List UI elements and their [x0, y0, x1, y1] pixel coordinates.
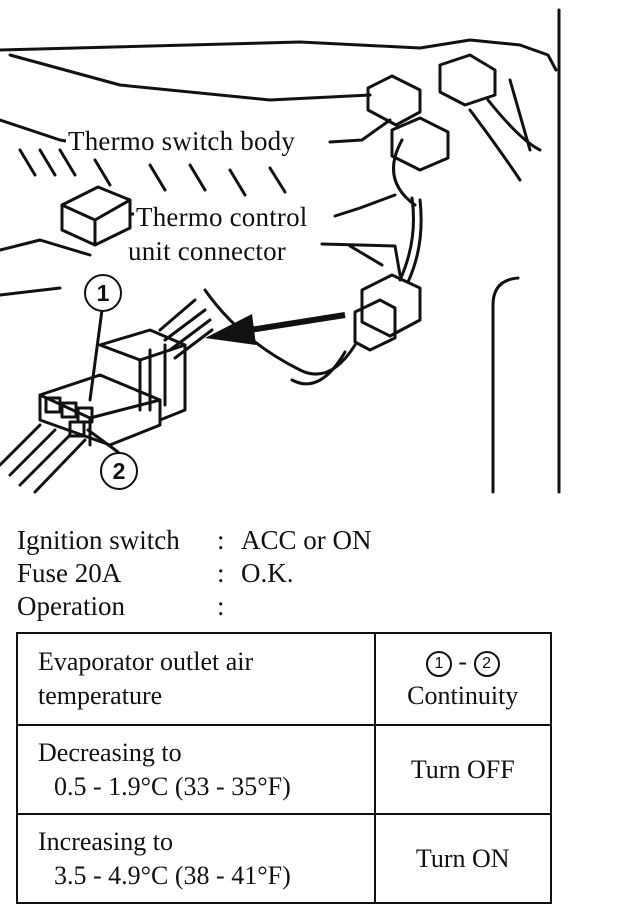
table-row: Decreasing to 0.5 - 1.9°C (33 - 35°F) Tu…	[16, 724, 553, 815]
test-conditions: Ignition switch:ACC or ON Fuse 20A:O.K. …	[17, 524, 372, 623]
header-temperature: Evaporator outlet air temperature	[16, 632, 376, 726]
component-illustration: Thermo switch body Thermo control unit c…	[0, 8, 561, 494]
operation-table: Evaporator outlet air temperature 1 - 2 …	[16, 632, 553, 904]
header-text: temperature	[38, 681, 163, 710]
temperature-direction: Decreasing to	[38, 737, 182, 767]
condition-label: Fuse 20A	[17, 558, 122, 588]
temperature-range: 3.5 - 4.9°C (38 - 41°F)	[54, 860, 291, 890]
temperature-range: 0.5 - 1.9°C (33 - 35°F)	[54, 771, 291, 801]
terminal-pair: 1 - 2	[376, 645, 550, 679]
condition-value: O.K.	[241, 558, 294, 588]
condition-label: Operation	[17, 591, 125, 621]
temperature-cell: Increasing to 3.5 - 4.9°C (38 - 41°F)	[16, 813, 376, 904]
continuity-result: Turn ON	[373, 813, 553, 904]
thermo-switch-diagram	[0, 8, 561, 494]
condition-fuse: Fuse 20A: O.K.	[17, 557, 372, 590]
condition-operation: Operation:	[17, 590, 372, 623]
continuity-result: Turn OFF	[373, 724, 553, 815]
thermo-switch-body-label: Thermo switch body	[66, 126, 298, 156]
header-text: Continuity	[407, 681, 519, 710]
terminal-2-symbol: 2	[473, 651, 500, 677]
temperature-direction: Increasing to	[38, 826, 174, 856]
table-row: Increasing to 3.5 - 4.9°C (38 - 41°F) Tu…	[16, 813, 553, 904]
terminal-1-marker: 1	[84, 274, 122, 312]
terminal-1-symbol: 1	[425, 651, 452, 677]
dash: -	[451, 647, 474, 676]
condition-colon: :	[217, 558, 225, 588]
terminal-2-marker: 2	[100, 452, 138, 490]
condition-label: Ignition switch	[17, 525, 180, 555]
connector-label: unit connector	[126, 236, 288, 266]
temperature-cell: Decreasing to 0.5 - 1.9°C (33 - 35°F)	[16, 724, 376, 815]
header-text: Evaporator outlet air	[38, 647, 254, 676]
condition-colon: :	[217, 525, 225, 555]
direction-arrow	[205, 312, 346, 345]
condition-value: ACC or ON	[241, 525, 372, 555]
condition-ignition: Ignition switch: ACC or ON	[17, 524, 372, 557]
header-continuity: 1 - 2 Continuity	[373, 632, 553, 726]
table-header-row: Evaporator outlet air temperature 1 - 2 …	[16, 632, 553, 726]
condition-colon: :	[217, 591, 225, 621]
thermo-control-label: Thermo control	[134, 202, 310, 232]
